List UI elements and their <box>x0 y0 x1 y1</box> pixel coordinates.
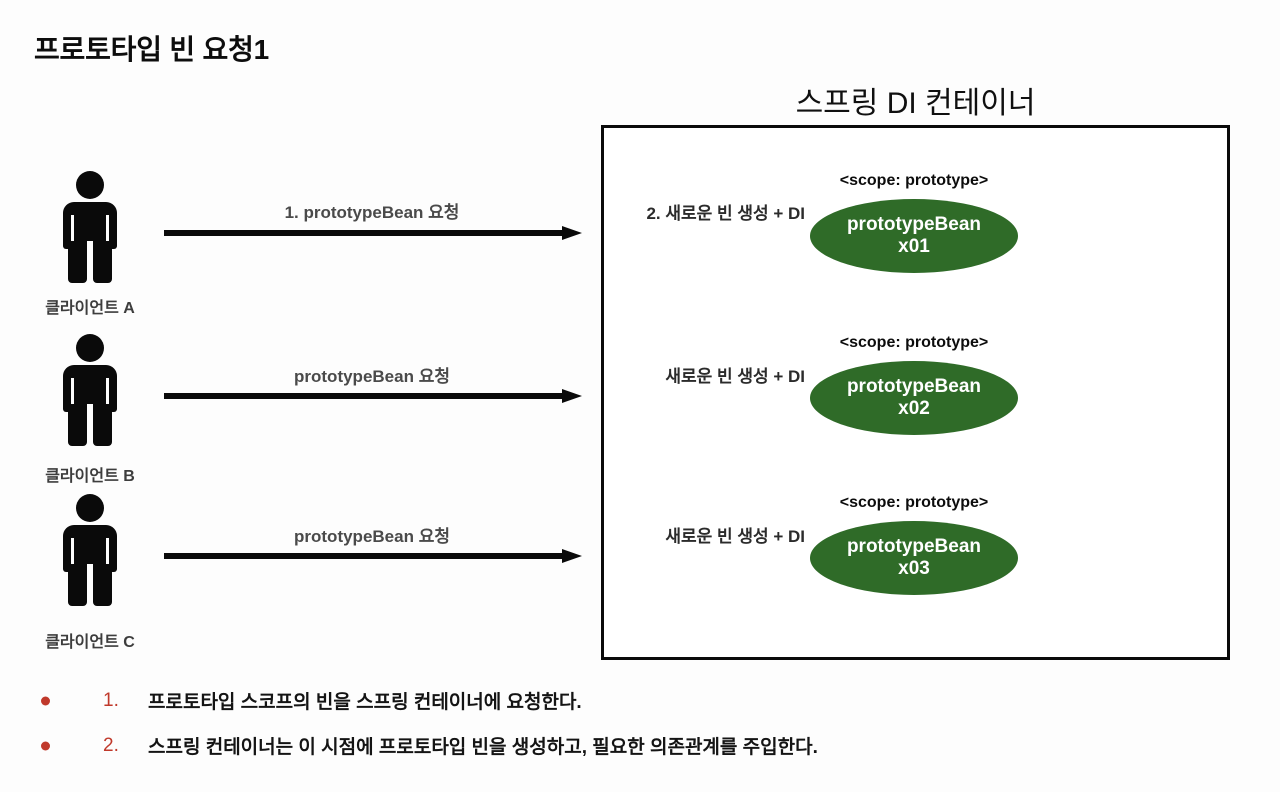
person-leg-gap <box>87 564 93 606</box>
scope-label-3: <scope: prototype> <box>839 494 989 511</box>
create-label-3: 새로운 빈 생성 + DI <box>665 527 805 546</box>
list-item: 2. 스프링 컨테이너는 이 시점에 프로토타입 빈을 생성하고, 필요한 의존… <box>0 723 1280 768</box>
bean-name-1: prototypeBean <box>846 213 982 235</box>
arrow-head-icon <box>562 226 582 240</box>
di-container-title: 스프링 DI 컨테이너 <box>795 87 1036 120</box>
arrow-shaft <box>164 393 564 399</box>
arrow-shaft <box>164 230 564 236</box>
note-number-1: 1. <box>103 689 119 711</box>
person-leg-gap <box>87 404 93 446</box>
person-head <box>76 334 104 362</box>
person-arm-gap-left <box>71 378 74 414</box>
bean-ellipse-1: prototypeBean x01 <box>810 199 1018 273</box>
bean-instance-3: x03 <box>898 558 930 579</box>
client-label-c: 클라이언트 C <box>45 634 135 651</box>
request-arrow-1 <box>164 226 582 240</box>
note-text-1: 프로토타입 스코프의 빈을 스프링 컨테이너에 요청한다. <box>148 692 582 713</box>
create-label-2: 새로운 빈 생성 + DI <box>665 367 805 386</box>
person-leg-right <box>93 404 112 446</box>
person-leg-gap <box>87 241 93 283</box>
bean-name-3: prototypeBean <box>846 535 982 557</box>
bullet-icon <box>41 741 50 750</box>
bean-ellipse-3: prototypeBean x03 <box>810 521 1018 595</box>
bean-instance-2: x02 <box>898 398 930 419</box>
create-label-1: 2. 새로운 빈 생성 + DI <box>646 204 805 223</box>
person-leg-left <box>68 241 87 283</box>
person-arm-gap-right <box>106 538 109 574</box>
person-leg-right <box>93 241 112 283</box>
person-icon <box>57 171 123 283</box>
person-leg-right <box>93 564 112 606</box>
person-arm-gap-left <box>71 538 74 574</box>
note-text-2: 스프링 컨테이너는 이 시점에 프로토타입 빈을 생성하고, 필요한 의존관계를… <box>148 737 818 758</box>
bean-instance-1: x01 <box>898 236 930 257</box>
client-label-b: 클라이언트 B <box>45 468 135 485</box>
bean-ellipse-2: prototypeBean x02 <box>810 361 1018 435</box>
page-title: 프로토타입 빈 요청1 <box>34 34 270 65</box>
scope-label-1: <scope: prototype> <box>839 172 989 189</box>
person-leg-left <box>68 564 87 606</box>
person-arm-gap-right <box>106 215 109 251</box>
scope-label-2: <scope: prototype> <box>839 334 989 351</box>
bean-name-2: prototypeBean <box>846 375 982 397</box>
note-number-2: 2. <box>103 734 119 756</box>
arrow-head-icon <box>562 389 582 403</box>
person-icon <box>57 494 123 606</box>
request-arrow-3 <box>164 549 582 563</box>
person-head <box>76 494 104 522</box>
person-icon <box>57 334 123 446</box>
bullet-icon <box>41 696 50 705</box>
list-item: 1. 프로토타입 스코프의 빈을 스프링 컨테이너에 요청한다. <box>0 678 1280 723</box>
request-label-2: prototypeBean 요청 <box>294 367 450 386</box>
client-label-a: 클라이언트 A <box>45 300 135 317</box>
request-label-3: prototypeBean 요청 <box>294 527 450 546</box>
person-arm-gap-right <box>106 378 109 414</box>
person-leg-left <box>68 404 87 446</box>
arrow-head-icon <box>562 549 582 563</box>
arrow-shaft <box>164 553 564 559</box>
person-arm-gap-left <box>71 215 74 251</box>
person-head <box>76 171 104 199</box>
notes-list: 1. 프로토타입 스코프의 빈을 스프링 컨테이너에 요청한다. 2. 스프링 … <box>0 678 1280 768</box>
request-arrow-2 <box>164 389 582 403</box>
request-label-1: 1. prototypeBean 요청 <box>284 203 460 222</box>
